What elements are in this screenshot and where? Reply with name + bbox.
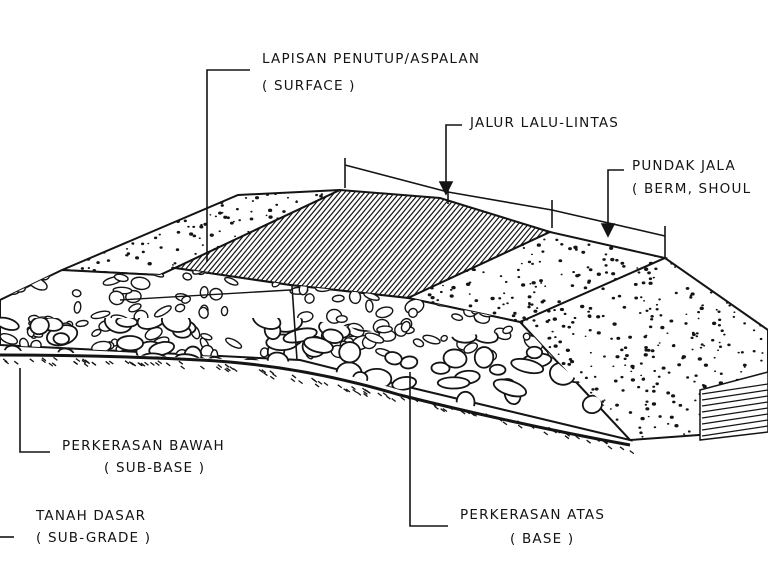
lower-right-shoulder (699, 371, 768, 441)
surface-label: LAPISAN PENUTUP/ASPALAN (262, 51, 481, 67)
surface-label-english: ( SURFACE ) (262, 78, 356, 94)
leader-lines (0, 69, 624, 538)
base-label: PERKERASAN ATAS (460, 507, 606, 523)
base-label-english: ( BASE ) (510, 531, 575, 547)
shoulder-label: PUNDAK JALA (632, 158, 736, 174)
sub-grade-label: TANAH DASAR (36, 508, 147, 524)
sub-base-label: PERKERASAN BAWAH (62, 438, 225, 454)
shoulder-label-english: ( BERM, SHOUL (632, 181, 752, 197)
traffic-lane-label: JALUR LALU-LINTAS (470, 115, 620, 131)
sub-grade-texture (2, 356, 635, 455)
sub-grade-label-english: ( SUB-GRADE ) (36, 530, 152, 546)
sub-grade-ground-line (0, 353, 631, 447)
sub-base-label-english: ( SUB-BASE ) (104, 460, 206, 476)
